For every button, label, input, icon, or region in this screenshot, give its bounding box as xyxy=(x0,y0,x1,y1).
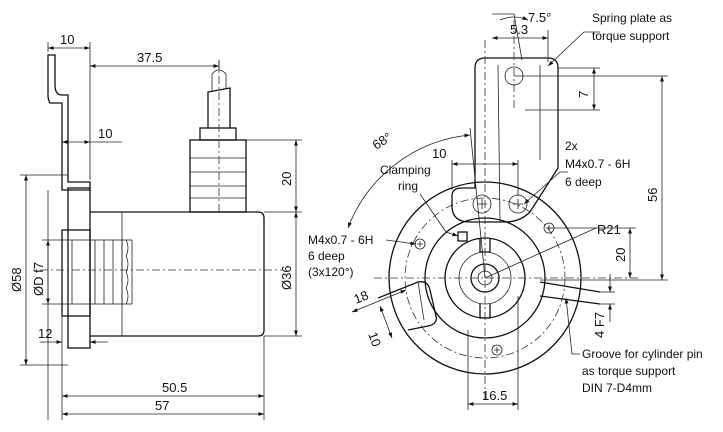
clamping-collar xyxy=(61,229,91,317)
note-groove: Groove for cylinder pin as torque suppor… xyxy=(564,297,703,395)
dim-cable: 37.5 xyxy=(137,50,162,65)
dim-body: 50.5 xyxy=(162,380,187,395)
side-view: 10 37.5 10 20 Ø36 Ø58 ØD f7 12 xyxy=(9,32,302,420)
dim-165: 16.5 xyxy=(482,388,507,403)
dim-d36: Ø36 xyxy=(279,265,294,290)
svg-text:Spring plate as: Spring plate as xyxy=(592,11,672,25)
dim-18: 18 xyxy=(352,287,371,306)
svg-text:ring: ring xyxy=(398,179,418,193)
note-spring-plate: Spring plate as torque support xyxy=(547,11,672,67)
dim-4f7: 4 F7 xyxy=(592,312,607,338)
note-m4-thread: M4x0.7 - 6H 6 deep (3x120°) xyxy=(308,233,417,279)
dim-53: 5.3 xyxy=(510,22,528,37)
svg-text:as torque support: as torque support xyxy=(582,364,676,378)
svg-text:DIN 7-D4mm: DIN 7-D4mm xyxy=(582,381,652,395)
groove-slots xyxy=(377,281,601,331)
note-2x-thread: 2x M4x0.7 - 6H 6 deep xyxy=(523,139,630,205)
dim-10-top: 10 xyxy=(432,146,446,161)
svg-text:M4x0.7 - 6H: M4x0.7 - 6H xyxy=(565,157,630,171)
dim-dshaft: ØD f7 xyxy=(31,262,46,296)
shaft-bore xyxy=(71,239,133,305)
cable-gland xyxy=(189,69,247,213)
angle-75: 7.5° xyxy=(528,10,551,25)
flange-side xyxy=(67,187,91,349)
dim-clamp: 10 xyxy=(98,126,112,141)
dim-flange: 10 xyxy=(60,32,74,47)
note-clamping-ring: Clamping ring xyxy=(380,163,459,237)
svg-text:2x: 2x xyxy=(565,139,578,153)
spring-plate-front xyxy=(451,57,559,223)
dim-d58: Ø58 xyxy=(9,267,24,292)
angle-68: 68° xyxy=(370,129,395,152)
dim-20: 20 xyxy=(613,248,628,262)
housing-side xyxy=(90,211,265,337)
dim-shaft: 12 xyxy=(38,326,52,341)
spring-plate-side xyxy=(47,54,91,191)
svg-text:(3x120°): (3x120°) xyxy=(308,265,354,279)
dim-56: 56 xyxy=(645,188,660,202)
housing-circle xyxy=(388,181,582,375)
dim-r21: R21 xyxy=(597,222,621,237)
dim-7: 7 xyxy=(576,91,591,98)
m4-holes xyxy=(414,222,555,356)
svg-text:Clamping: Clamping xyxy=(380,163,431,177)
svg-text:Groove for cylinder pin: Groove for cylinder pin xyxy=(582,347,703,361)
svg-text:6 deep: 6 deep xyxy=(565,175,602,189)
dim-10-slot: 10 xyxy=(365,330,384,349)
svg-text:M4x0.7 - 6H: M4x0.7 - 6H xyxy=(308,233,373,247)
dim-total: 57 xyxy=(155,398,169,413)
svg-text:torque support: torque support xyxy=(592,29,670,43)
svg-text:6 deep: 6 deep xyxy=(308,249,345,263)
front-view: 7.5° 5.3 7 56 68° 10 R21 20 xyxy=(308,10,703,410)
dim-gland: 20 xyxy=(279,172,294,186)
